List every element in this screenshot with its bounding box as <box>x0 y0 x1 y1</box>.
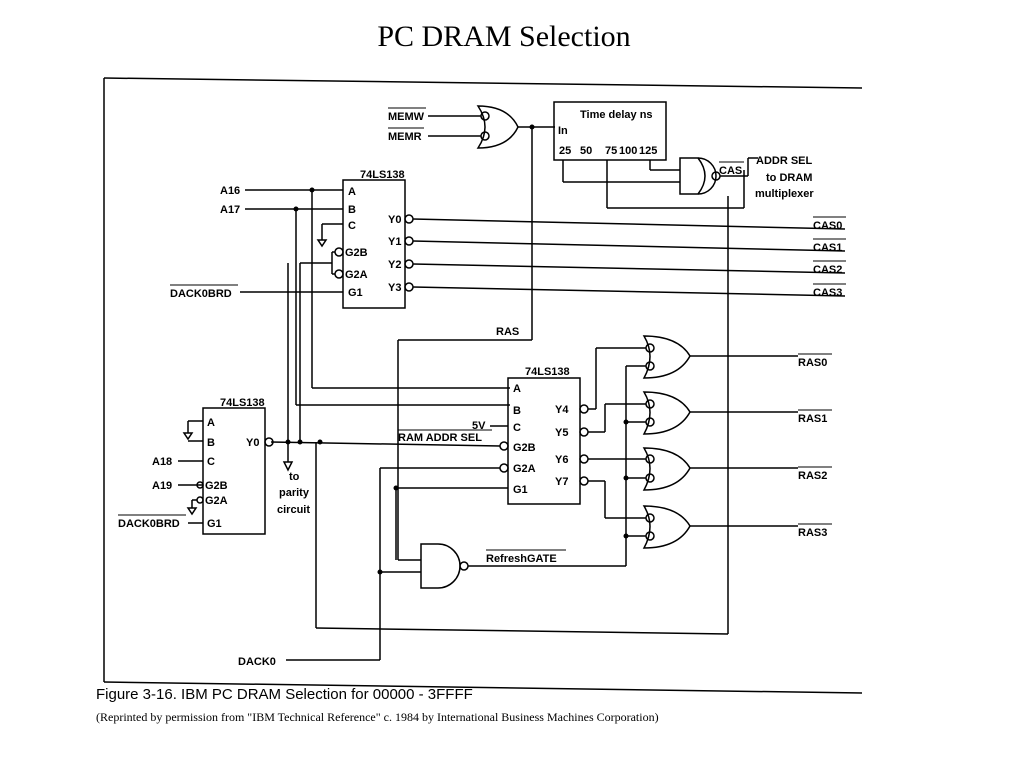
cas3-label: CAS3 <box>813 287 842 299</box>
or-gate-ras0 <box>642 335 691 379</box>
decoder-2-input-g2b: G2B <box>513 442 536 454</box>
or-gate-ras2 <box>642 447 691 491</box>
or-gate-memory <box>476 105 519 149</box>
decoder-2-input-a: A <box>513 383 521 395</box>
addr-sel-line-2: to DRAM <box>766 172 812 184</box>
delay-title: Time delay ns <box>580 109 653 121</box>
decoder-1-input-g1: G1 <box>348 287 363 299</box>
delay-tap-75: 75 <box>605 145 617 157</box>
decoder-3-input-b: B <box>207 437 215 449</box>
decoder-3-input-g1: G1 <box>207 518 222 530</box>
five-v-label: 5V <box>472 420 486 432</box>
decoder-1-input-g2a: G2A <box>345 269 368 281</box>
cas1-label: CAS1 <box>813 242 842 254</box>
decoder-2-input-b: B <box>513 405 521 417</box>
a16-label: A16 <box>220 185 240 197</box>
decoder-3-input-g2b: G2B <box>205 480 228 492</box>
decoder-2-input-c: C <box>513 422 521 434</box>
decoder-3-input-c: C <box>207 456 215 468</box>
a19-label: A19 <box>152 480 172 492</box>
and-gate-refresh <box>420 543 461 589</box>
decoder-2-y7: Y7 <box>555 476 568 488</box>
decoder-3-y0: Y0 <box>246 437 259 449</box>
cas-label: CAS <box>719 165 742 177</box>
delay-tap-50: 50 <box>580 145 592 157</box>
a18-label: A18 <box>152 456 172 468</box>
or-gate-ras3 <box>642 505 691 549</box>
decoder-2-name: 74LS138 <box>525 366 570 378</box>
dack0brd-label-2: DACK0BRD <box>118 518 180 530</box>
page-title: PC DRAM Selection <box>377 20 631 53</box>
ras-label: RAS <box>496 326 519 338</box>
decoder-1-name: 74LS138 <box>360 169 405 181</box>
ras0-label: RAS0 <box>798 357 827 369</box>
decoder-2-y4: Y4 <box>555 404 569 416</box>
delay-tap-25: 25 <box>559 145 571 157</box>
addr-sel-line-3: multiplexer <box>755 188 814 200</box>
ras3-label: RAS3 <box>798 527 827 539</box>
decoder-3-input-g2a: G2A <box>205 495 228 507</box>
ram-addr-sel-label: RAM ADDR SEL <box>398 432 482 444</box>
time-delay-box <box>553 101 667 161</box>
figure-caption: Figure 3-16. IBM PC DRAM Selection for 0… <box>96 686 473 703</box>
decoder-3-box <box>202 407 266 535</box>
decoder-1-input-c: C <box>348 220 356 232</box>
decoder-2-y5: Y5 <box>555 427 568 439</box>
decoder-1-y1: Y1 <box>388 236 401 248</box>
delay-tap-125: 125 <box>639 145 657 157</box>
dack0-label: DACK0 <box>238 656 276 668</box>
decoder-2-input-g2a: G2A <box>513 463 536 475</box>
ras2-label: RAS2 <box>798 470 827 482</box>
memw-label: MEMW <box>388 111 425 123</box>
decoder-1-input-b: B <box>348 204 356 216</box>
reprint-note: (Reprinted by permission from "IBM Techn… <box>96 710 659 724</box>
parity-line-2: parity <box>279 487 310 499</box>
addr-sel-line-1: ADDR SEL <box>756 155 813 167</box>
a17-label: A17 <box>220 204 240 216</box>
and-gate-cas <box>679 157 706 195</box>
decoder-3-name: 74LS138 <box>220 397 265 409</box>
cas0-label: CAS0 <box>813 220 842 232</box>
dack0brd-label-1: DACK0BRD <box>170 288 232 300</box>
decoder-1-y2: Y2 <box>388 259 401 271</box>
delay-tap-100: 100 <box>619 145 637 157</box>
decoder-2-input-g1: G1 <box>513 484 528 496</box>
parity-line-1: to <box>289 471 300 483</box>
parity-line-3: circuit <box>277 504 310 516</box>
decoder-1-input-a: A <box>348 186 356 198</box>
decoder-2-box <box>507 377 581 505</box>
memr-label: MEMR <box>388 131 422 143</box>
delay-in-label: In <box>558 125 568 137</box>
cas2-label: CAS2 <box>813 264 842 276</box>
decoder-2-y6: Y6 <box>555 454 568 466</box>
decoder-1-y3: Y3 <box>388 282 401 294</box>
decoder-1-y0: Y0 <box>388 214 401 226</box>
or-gate-ras1 <box>642 391 691 435</box>
refresh-gate-label: RefreshGATE <box>486 553 557 565</box>
decoder-3-input-a: A <box>207 417 215 429</box>
ras1-label: RAS1 <box>798 413 827 425</box>
frame-top <box>103 77 863 89</box>
decoder-1-input-g2b: G2B <box>345 247 368 259</box>
frame-bottom <box>103 681 863 694</box>
decoder-1-box <box>342 179 406 309</box>
